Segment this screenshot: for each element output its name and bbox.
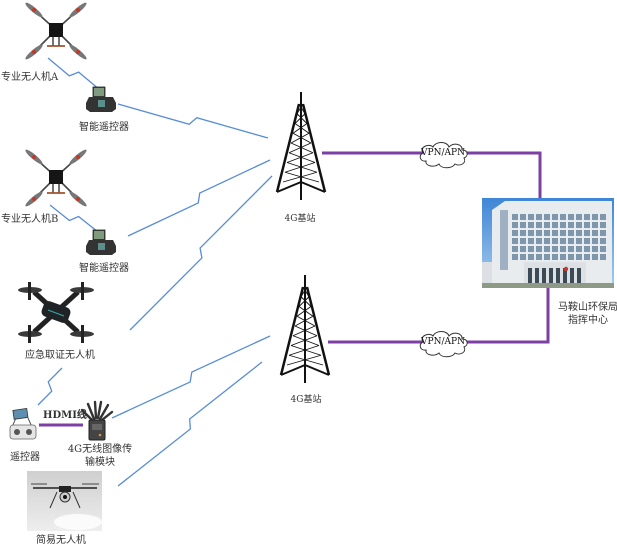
- wired-links: [39, 151, 550, 427]
- vpn-cloud-top: [419, 142, 468, 169]
- foldable-drone-icon: [18, 282, 94, 343]
- cloud-icon: [419, 142, 468, 169]
- label-tower-bottom: 4G基站: [290, 395, 322, 405]
- cloud-icon: [419, 331, 468, 358]
- wireless-link: [127, 159, 271, 237]
- wireless-link: [37, 367, 63, 406]
- label-vpn-bottom: VPN/APN: [421, 337, 465, 347]
- wireless-links: [37, 57, 273, 487]
- wireless-link: [49, 204, 99, 233]
- wireless-link: [117, 361, 263, 487]
- building-photo: [482, 198, 614, 288]
- label-hdmi: HDMI线: [43, 410, 87, 421]
- vpn-cloud-bottom: [419, 331, 468, 358]
- label-controller-a: 智能遥控器: [79, 122, 129, 133]
- label-controller-b: 智能遥控器: [79, 263, 129, 274]
- remote-controller-icon: [9, 408, 37, 440]
- label-4g-module-line2: 输模块: [85, 457, 115, 468]
- smart-remote-icon: [86, 229, 116, 255]
- quadcopter-icon: [25, 2, 87, 60]
- label-drone-b: 专业无人机B: [1, 214, 59, 225]
- label-drone-a: 专业无人机A: [1, 72, 59, 83]
- wired-link-tower-bottom-to-center: [328, 288, 550, 344]
- cell-tower-icon: [279, 275, 331, 383]
- wireless-link: [111, 335, 271, 419]
- wireless-link: [47, 57, 101, 91]
- label-vpn-top: VPN/APN: [421, 148, 465, 158]
- label-tower-top: 4G基站: [284, 214, 316, 224]
- wired-link-tower-top-to-center: [322, 151, 542, 198]
- cell-tower-icon: [275, 92, 327, 200]
- label-command-center-line2: 指挥中心: [568, 315, 608, 326]
- label-command-center-line1: 马鞍山环保局: [558, 302, 617, 313]
- label-emergency-drone: 应急取证无人机: [25, 350, 95, 361]
- wireless-link: [129, 175, 273, 331]
- 4g-transmitter-icon: [80, 400, 114, 441]
- label-4g-module-line1: 4G无线图像传: [67, 444, 133, 455]
- label-simple-drone: 简易无人机: [36, 535, 86, 546]
- camera-drone-photo: [27, 471, 102, 531]
- smart-remote-icon: [86, 86, 116, 112]
- label-remote: 遥控器: [10, 452, 40, 463]
- quadcopter-icon: [25, 149, 87, 207]
- wireless-link: [117, 103, 269, 139]
